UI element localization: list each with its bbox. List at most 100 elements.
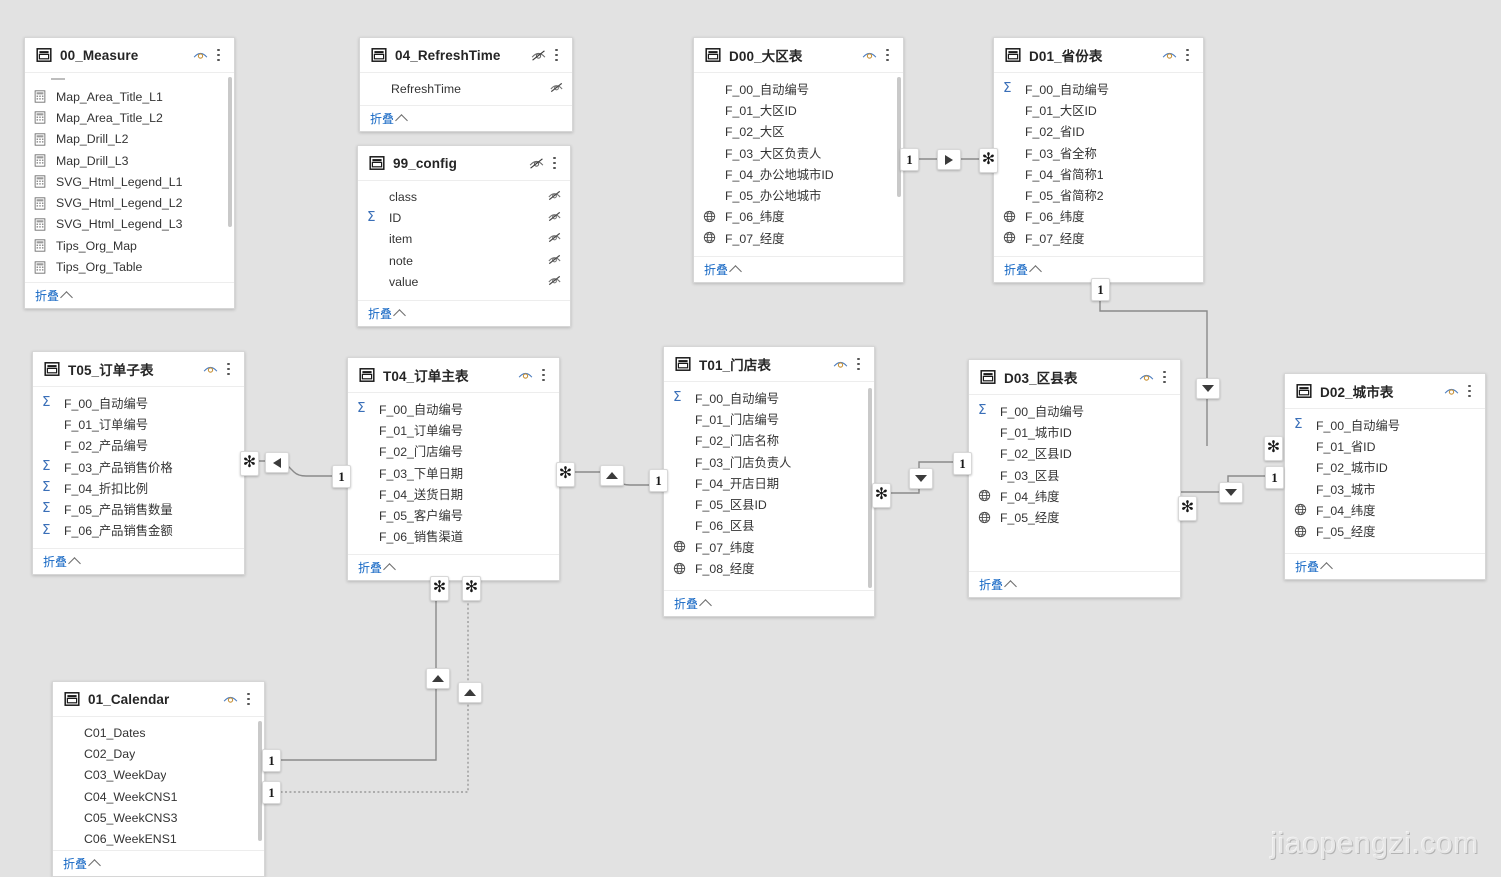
field-row[interactable]: F_04_纬度 [969, 485, 1180, 506]
field-row[interactable]: F_03_下单日期 [348, 462, 559, 483]
cross-filter-arrow-calendar-t04-active[interactable] [426, 668, 450, 689]
field-row[interactable]: F_05_经度 [1285, 520, 1485, 541]
field-row[interactable]: F_04_省简称1 [994, 163, 1203, 184]
cardinality-one-d03-from-t01[interactable]: 1 [953, 452, 972, 475]
field-row[interactable]: F_03_省全称 [994, 142, 1203, 163]
collapse-button[interactable]: 折叠 [1295, 558, 1333, 575]
more-options-icon[interactable] [212, 47, 225, 64]
field-row[interactable]: F_01_订单编号 [33, 413, 244, 434]
more-options-icon[interactable] [222, 361, 235, 378]
field-row[interactable]: Map_Drill_L3 [25, 150, 234, 171]
field-row[interactable]: F_04_纬度 [1285, 499, 1485, 520]
cardinality-one-calendar-active[interactable]: 1 [262, 749, 281, 772]
field-row[interactable]: F_03_门店负责人 [664, 451, 874, 472]
field-row[interactable]: Map_Area_Title_L2 [25, 107, 234, 128]
cardinality-one-calendar-inactive[interactable]: 1 [262, 781, 281, 804]
field-row[interactable]: F_06_销售渠道 [348, 526, 559, 547]
field-row[interactable]: SVG_Html_Legend_L2 [25, 192, 234, 213]
field-row[interactable]: F_05_经度 [969, 506, 1180, 527]
field-row[interactable]: F_01_省ID [1285, 435, 1485, 456]
field-row[interactable]: F_08_经度 [664, 557, 874, 578]
table-header[interactable]: T01_门店表 [664, 347, 874, 382]
table-header[interactable]: T05_订单子表 [33, 352, 244, 387]
field-hidden-icon[interactable] [547, 252, 562, 270]
cardinality-many-t04-calendar-inactive[interactable]: ✻ [462, 576, 481, 601]
collapse-button[interactable]: 折叠 [358, 559, 396, 576]
field-hidden-icon[interactable] [547, 273, 562, 291]
table-header[interactable]: D03_区县表 [969, 360, 1180, 395]
eye-hidden-icon[interactable] [547, 252, 562, 267]
eye-visible-icon[interactable] [861, 47, 878, 64]
field-row[interactable]: item [358, 229, 570, 250]
cross-filter-arrow-d01-d02[interactable] [1196, 378, 1220, 399]
field-row[interactable]: F_02_城市ID [1285, 457, 1485, 478]
field-hidden-icon[interactable] [549, 80, 564, 98]
field-row[interactable]: C03_WeekDay [53, 765, 264, 786]
field-row[interactable]: F_04_送货日期 [348, 483, 559, 504]
field-row[interactable]: F_07_经度 [694, 227, 903, 248]
cardinality-many-t05[interactable]: ✻ [240, 451, 259, 476]
collapse-button[interactable]: 折叠 [63, 855, 101, 872]
table-header[interactable]: D00_大区表 [694, 38, 903, 73]
field-row[interactable]: F_05_客户编号 [348, 504, 559, 525]
eye-hidden-icon[interactable] [547, 209, 562, 224]
field-row[interactable]: F_00_自动编号 [694, 78, 903, 99]
field-hidden-icon[interactable] [547, 188, 562, 206]
field-row[interactable]: F_06_纬度 [994, 206, 1203, 227]
cardinality-many-t04[interactable]: ✻ [556, 462, 575, 487]
cardinality-many-d03[interactable]: ✻ [1178, 496, 1197, 521]
vertical-scrollbar[interactable] [897, 77, 901, 197]
eye-hidden-icon[interactable] [549, 80, 564, 95]
field-row[interactable]: F_06_纬度 [694, 206, 903, 227]
eye-hidden-icon[interactable] [547, 188, 562, 203]
collapse-button[interactable]: 折叠 [35, 287, 73, 304]
field-row[interactable]: Tips_Org_Table [25, 256, 234, 277]
field-row[interactable]: F_01_门店编号 [664, 408, 874, 429]
table-header[interactable]: 99_config [358, 146, 570, 181]
table-header[interactable]: 00_Measure [25, 38, 234, 73]
field-row[interactable]: F_05_省简称2 [994, 184, 1203, 205]
collapse-button[interactable]: 折叠 [1004, 261, 1042, 278]
field-hidden-icon[interactable] [547, 209, 562, 227]
more-options-icon[interactable] [1463, 383, 1476, 400]
eye-hidden-icon[interactable] [547, 230, 562, 245]
field-row[interactable]: F_01_大区ID [694, 99, 903, 120]
field-row[interactable]: F_07_经度 [994, 227, 1203, 248]
eye-hidden-icon[interactable] [547, 273, 562, 288]
collapse-button[interactable]: 折叠 [370, 110, 408, 127]
table-header[interactable]: D02_城市表 [1285, 374, 1485, 409]
eye-visible-icon[interactable] [192, 47, 209, 64]
eye-visible-icon[interactable] [1443, 383, 1460, 400]
field-row[interactable]: F_01_城市ID [969, 421, 1180, 442]
field-row[interactable]: F_01_大区ID [994, 99, 1203, 120]
cardinality-one-d00[interactable]: 1 [900, 148, 919, 171]
eye-visible-icon[interactable] [222, 691, 239, 708]
collapse-button[interactable]: 折叠 [368, 305, 406, 322]
vertical-scrollbar[interactable] [258, 721, 262, 841]
field-row[interactable]: SVG_Html_Legend_L3 [25, 214, 234, 235]
cardinality-many-t04-calendar-active[interactable]: ✻ [430, 576, 449, 601]
field-row[interactable]: F_02_大区 [694, 121, 903, 142]
collapse-button[interactable]: 折叠 [674, 595, 712, 612]
cardinality-many-t01[interactable]: ✻ [872, 483, 891, 508]
collapse-button[interactable]: 折叠 [704, 261, 742, 278]
field-row[interactable]: F_02_区县ID [969, 443, 1180, 464]
more-options-icon[interactable] [242, 691, 255, 708]
field-row[interactable]: C02_Day [53, 743, 264, 764]
field-row[interactable]: F_02_门店编号 [348, 441, 559, 462]
